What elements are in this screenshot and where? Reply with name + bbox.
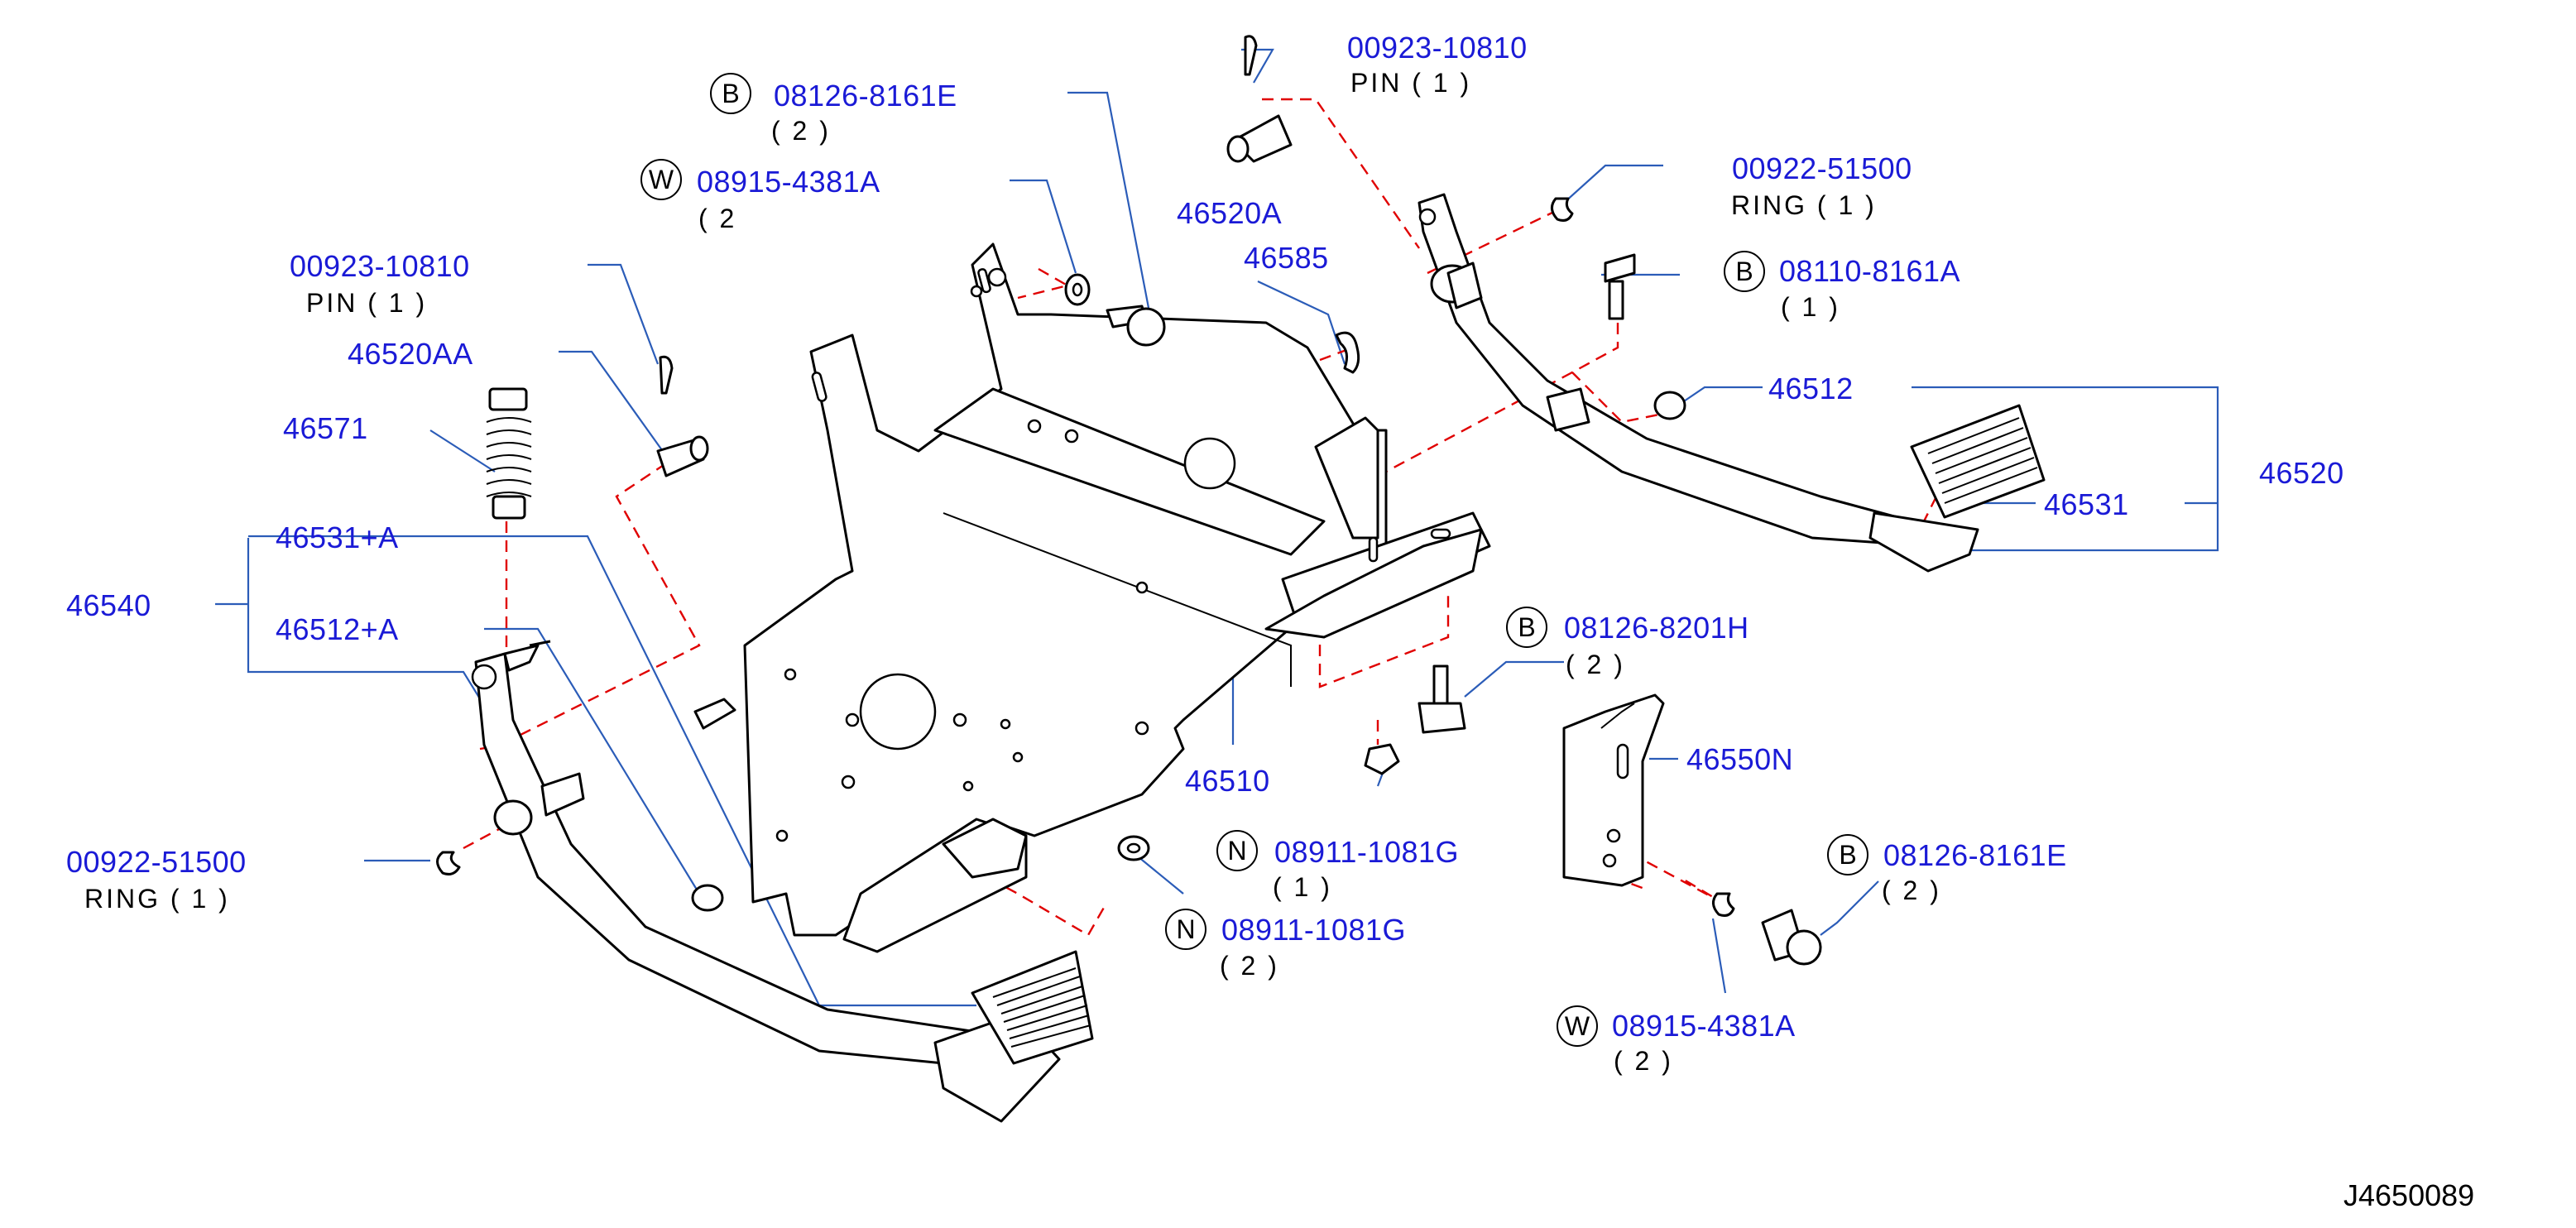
part-number-46512[interactable]: 46512: [1768, 372, 1854, 405]
part-quantity: ( 1 ): [1273, 872, 1332, 902]
nut-badge: N: [1165, 909, 1206, 950]
part-number-00922-51500[interactable]: 00922-51500: [1732, 151, 1912, 185]
part-number-46550N[interactable]: 46550N: [1686, 742, 1794, 776]
part-number-46510[interactable]: 46510: [1185, 764, 1270, 798]
switch-bracket-46550N: [1562, 693, 1665, 887]
part-number-08126-8161E[interactable]: 08126-8161E: [774, 79, 957, 113]
part-number-08126-8201H[interactable]: 08126-8201H: [1564, 611, 1749, 645]
washer-badge: W: [1557, 1005, 1598, 1047]
part-number-46520A[interactable]: 46520A: [1177, 196, 1283, 230]
return-spring: [486, 387, 532, 520]
bolt-badge: B: [1724, 251, 1765, 292]
part-quantity: ( 2: [698, 204, 737, 233]
part-number-00923-10810[interactable]: 00923-10810: [290, 249, 470, 283]
part-number-08915-4381A[interactable]: 08915-4381A: [697, 165, 880, 199]
part-number-08911-1081G[interactable]: 08911-1081G: [1221, 913, 1407, 947]
part-quantity: ( 2 ): [1882, 875, 1941, 905]
pedal-bracket-46510: [743, 242, 1491, 953]
part-quantity: ( 2 ): [1566, 650, 1625, 679]
part-description: PIN ( 1 ): [1350, 68, 1472, 98]
part-number-08126-8161E[interactable]: 08126-8161E: [1883, 838, 2067, 872]
diagram-id: J4650089: [2343, 1178, 2475, 1212]
part-number-46512-A[interactable]: 46512+A: [276, 612, 399, 646]
part-quantity: ( 2 ): [1220, 951, 1279, 981]
bolt-badge: B: [1827, 834, 1868, 875]
part-number-00923-10810[interactable]: 00923-10810: [1347, 31, 1528, 65]
part-number-46531-A[interactable]: 46531+A: [276, 520, 399, 554]
part-quantity: ( 1 ): [1781, 292, 1840, 322]
part-number-46520[interactable]: 46520: [2259, 456, 2344, 490]
bolt-badge: B: [1506, 607, 1547, 648]
part-number-08911-1081G[interactable]: 08911-1081G: [1274, 835, 1460, 869]
brake-pedal-arm-46520: [1418, 193, 2046, 573]
part-number-46520AA[interactable]: 46520AA: [348, 337, 473, 371]
part-number-00922-51500[interactable]: 00922-51500: [66, 845, 247, 879]
hardware: [436, 35, 1822, 966]
part-number-46540[interactable]: 46540: [66, 588, 151, 622]
part-description: RING ( 1 ): [84, 884, 230, 914]
clutch-pedal-arm-46540: [471, 640, 1094, 1123]
bolt-badge: B: [710, 73, 751, 114]
part-number-46585[interactable]: 46585: [1244, 241, 1329, 275]
nut-badge: N: [1216, 830, 1258, 871]
part-number-08915-4381A[interactable]: 08915-4381A: [1612, 1009, 1796, 1043]
part-number-08110-8161A[interactable]: 08110-8161A: [1779, 254, 1961, 288]
part-number-46531[interactable]: 46531: [2044, 487, 2129, 521]
part-quantity: ( 2 ): [771, 116, 831, 146]
part-quantity: ( 2 ): [1614, 1046, 1673, 1076]
washer-badge: W: [640, 159, 682, 200]
part-description: PIN ( 1 ): [306, 288, 428, 318]
part-number-46571[interactable]: 46571: [283, 411, 368, 445]
part-description: RING ( 1 ): [1731, 190, 1877, 220]
